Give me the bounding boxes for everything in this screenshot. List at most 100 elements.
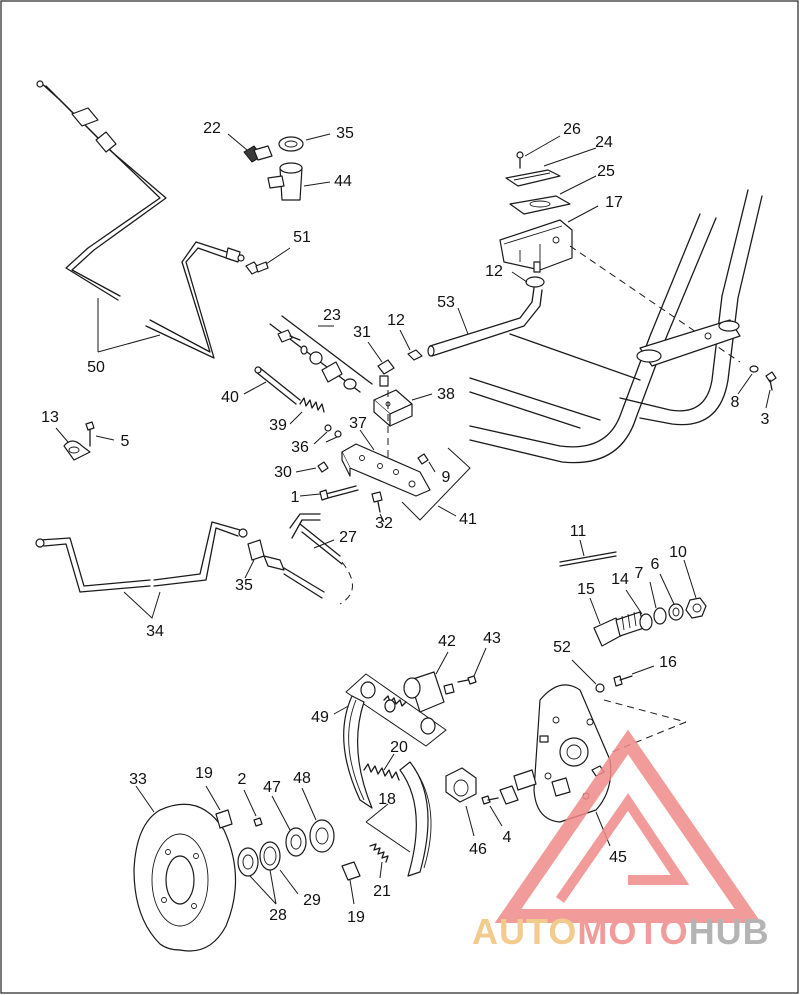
- callout-42: 42: [438, 633, 456, 650]
- seal-48: [309, 819, 335, 853]
- callout-23: 23: [323, 307, 341, 324]
- callout-37: 37: [349, 415, 367, 432]
- callout-53: 53: [437, 294, 455, 311]
- washer-52: [595, 683, 605, 693]
- callout-39: 39: [269, 417, 287, 434]
- callout-13: 13: [41, 409, 59, 426]
- callout-41: 41: [459, 511, 477, 528]
- bearing-47: [285, 827, 307, 857]
- callout-3: 3: [761, 411, 770, 428]
- bolt-3: [765, 371, 777, 391]
- bolt-1: [319, 485, 359, 501]
- fitting-31: [377, 359, 395, 387]
- callout-12-upper: 12: [485, 263, 503, 280]
- shaft-15: [593, 611, 645, 647]
- watermark-triangle-inner: [555, 793, 690, 903]
- callout-2: 2: [238, 771, 247, 788]
- callout-45: 45: [609, 849, 627, 866]
- screw-2: [253, 817, 263, 827]
- callout-50: 50: [87, 359, 105, 376]
- nut-12: [407, 349, 423, 361]
- callout-9: 9: [442, 469, 451, 486]
- callout-30: 30: [274, 464, 292, 481]
- callout-15: 15: [577, 581, 595, 598]
- pin-11: [559, 551, 617, 567]
- callout-29: 29: [303, 892, 321, 909]
- callout-49: 49: [311, 709, 329, 726]
- watermark-logo: AUTOMOTOHUB: [472, 729, 770, 952]
- kit-23: [269, 315, 373, 393]
- repair-kit-49: [345, 673, 447, 747]
- callout-32: 32: [375, 515, 393, 532]
- pedal-frame: [469, 189, 763, 464]
- bearing-29: [259, 841, 281, 871]
- callout-16: 16: [659, 654, 677, 671]
- callout-46: 46: [469, 841, 487, 858]
- callout-19-lower: 19: [347, 909, 365, 926]
- callout-28: 28: [269, 907, 287, 924]
- callout-14: 14: [611, 571, 629, 588]
- callout-33: 33: [129, 771, 147, 788]
- watermark-moto: MOTO: [577, 911, 688, 952]
- callout-52: 52: [553, 639, 571, 656]
- clip-19-lower: [341, 861, 361, 881]
- callout-36: 36: [291, 439, 309, 456]
- push-rod-40: [254, 366, 301, 405]
- watermark-hub: HUB: [689, 911, 770, 952]
- clamp-12-upper: [525, 276, 545, 288]
- bearing-28: [237, 847, 259, 877]
- lever-41: [341, 443, 431, 497]
- callout-12-mid: 12: [387, 312, 405, 329]
- callout-18: 18: [378, 791, 396, 808]
- callout-38: 38: [437, 386, 455, 403]
- callout-4: 4: [503, 829, 512, 846]
- callout-43: 43: [483, 630, 501, 647]
- callout-27: 27: [339, 529, 357, 546]
- washer-6: [668, 603, 684, 621]
- callout-48: 48: [293, 770, 311, 787]
- nut-10: [685, 597, 707, 619]
- callout-40: 40: [221, 389, 239, 406]
- callout-6: 6: [651, 556, 660, 573]
- fitting-35-bottom: [247, 539, 265, 561]
- spring-39: [299, 397, 325, 413]
- block-38: [373, 389, 413, 427]
- backing-plate-45: [533, 684, 612, 823]
- washer-7: [653, 607, 667, 625]
- callout-25: 25: [597, 163, 615, 180]
- callout-24: 24: [595, 134, 613, 151]
- hub-nut-46: [445, 767, 477, 803]
- wheel-cylinder-42: [403, 671, 455, 713]
- bolt-16: [613, 675, 633, 687]
- brake-line-34: [35, 521, 248, 593]
- screws-36: [324, 424, 342, 438]
- cover-24: [505, 169, 561, 187]
- callout-51: 51: [293, 229, 311, 246]
- callout-19-upper: 19: [195, 765, 213, 782]
- adjuster-parts: [499, 769, 571, 805]
- screw-26: [516, 151, 524, 169]
- bleeder-43: [457, 675, 477, 685]
- callout-10: 10: [669, 544, 687, 561]
- watermark-auto: AUTO: [472, 911, 577, 952]
- clamp-13: [63, 440, 91, 461]
- callout-44: 44: [334, 173, 352, 190]
- watermark-text: AUTOMOTOHUB: [472, 911, 770, 952]
- callout-22: 22: [203, 120, 221, 137]
- callout-34: 34: [146, 623, 164, 640]
- washer-14: [639, 613, 653, 631]
- master-cylinder-17: [499, 219, 573, 273]
- callout-35-top: 35: [336, 125, 354, 142]
- callout-47: 47: [263, 779, 281, 796]
- callout-11: 11: [570, 523, 587, 540]
- brake-shoe-18: [343, 695, 432, 877]
- clip-19-upper: [215, 809, 233, 829]
- hose-53: [427, 287, 543, 357]
- bolt-51: [245, 261, 269, 275]
- spring-21: [369, 843, 389, 863]
- nut-30: [317, 461, 329, 473]
- watermark-triangle-outer: [494, 729, 762, 923]
